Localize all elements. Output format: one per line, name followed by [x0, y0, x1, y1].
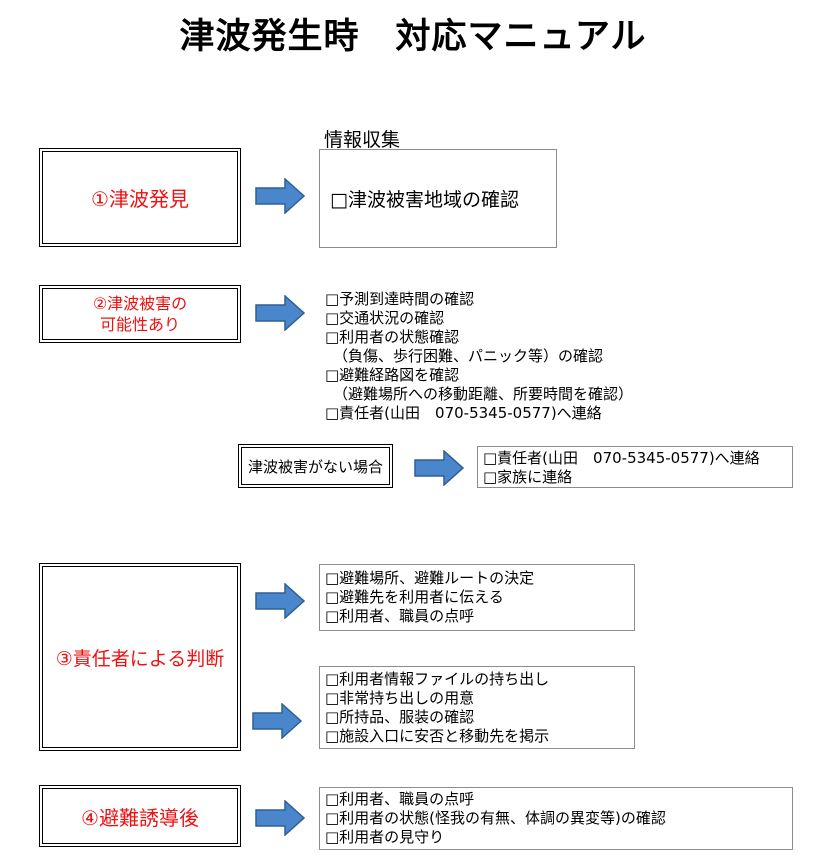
list-item: □利用者、職員の点呼: [325, 607, 475, 625]
step4-list: □利用者、職員の点呼 □利用者の状態(怪我の有無、体調の異変等)の確認 □利用者…: [319, 787, 793, 850]
list-item: （避難場所への移動距離、所要時間を確認）: [333, 385, 634, 403]
list-item: □非常持ち出しの用意: [325, 689, 475, 707]
list-item: □所持品、服装の確認: [325, 708, 475, 726]
arrow-right-icon: [255, 800, 305, 836]
list-item: □利用者、職員の点呼: [325, 790, 475, 808]
list-item: □利用者の状態(怪我の有無、体調の異変等)の確認: [325, 809, 666, 827]
list-item: □交通状況の確認: [325, 309, 445, 327]
list-item: □利用者情報ファイルの持ち出し: [325, 670, 550, 688]
arrow-right-icon: [414, 450, 464, 486]
no-damage-label: 津波被害がない場合: [247, 457, 383, 476]
info-box: □津波被害地域の確認: [319, 149, 557, 248]
step1-label: ①津波発見: [91, 187, 189, 211]
step3-list-b: □利用者情報ファイルの持ち出し □非常持ち出しの用意 □所持品、服装の確認 □施…: [319, 666, 635, 749]
step1-box: ①津波発見: [39, 148, 241, 247]
step2-box: ②津波被害の 可能性あり: [39, 285, 241, 343]
step3-list-a: □避難場所、避難ルートの決定 □避難先を利用者に伝える □利用者、職員の点呼: [319, 564, 635, 631]
arrow-right-icon: [255, 583, 305, 619]
arrow-right-icon: [252, 703, 302, 739]
page-title: 津波発生時 対応マニュアル: [179, 17, 647, 57]
step4-label: ④避難誘導後: [81, 805, 199, 830]
info-heading: 情報収集: [324, 129, 401, 151]
list-item: □避難場所、避難ルートの決定: [325, 569, 535, 587]
list-item: （負傷、歩行困難、パニック等）の確認: [333, 347, 604, 365]
step2-list: □予測到達時間の確認 □交通状況の確認 □利用者の状態確認 （負傷、歩行困難、パ…: [325, 290, 725, 423]
arrow-right-icon: [255, 295, 305, 331]
step2-label-line2: 可能性あり: [99, 315, 180, 334]
no-damage-list: □責任者(山田 070-5345-0577)へ連絡 □家族に連絡: [477, 446, 793, 488]
list-item: □利用者の状態確認: [325, 328, 460, 346]
step3-label: ③責任者による判断: [55, 647, 225, 670]
list-item: □施設入口に安否と移動先を掲示: [325, 727, 550, 745]
step4-box: ④避難誘導後: [39, 785, 241, 847]
list-item: □責任者(山田 070-5345-0577)へ連絡: [483, 449, 760, 467]
info-item: □津波被害地域の確認: [330, 189, 519, 211]
list-item: □予測到達時間の確認: [325, 290, 475, 308]
list-item: □家族に連絡: [483, 468, 573, 486]
list-item: □利用者の見守り: [325, 828, 445, 846]
no-damage-box: 津波被害がない場合: [238, 444, 393, 488]
list-item: □責任者(山田 070-5345-0577)へ連絡: [325, 404, 602, 422]
step2-label-line1: ②津波被害の: [92, 294, 188, 313]
list-item: □避難先を利用者に伝える: [325, 588, 504, 606]
list-item: □避難経路図を確認: [325, 366, 460, 384]
step3-box: ③責任者による判断: [39, 563, 241, 751]
arrow-right-icon: [255, 178, 305, 214]
